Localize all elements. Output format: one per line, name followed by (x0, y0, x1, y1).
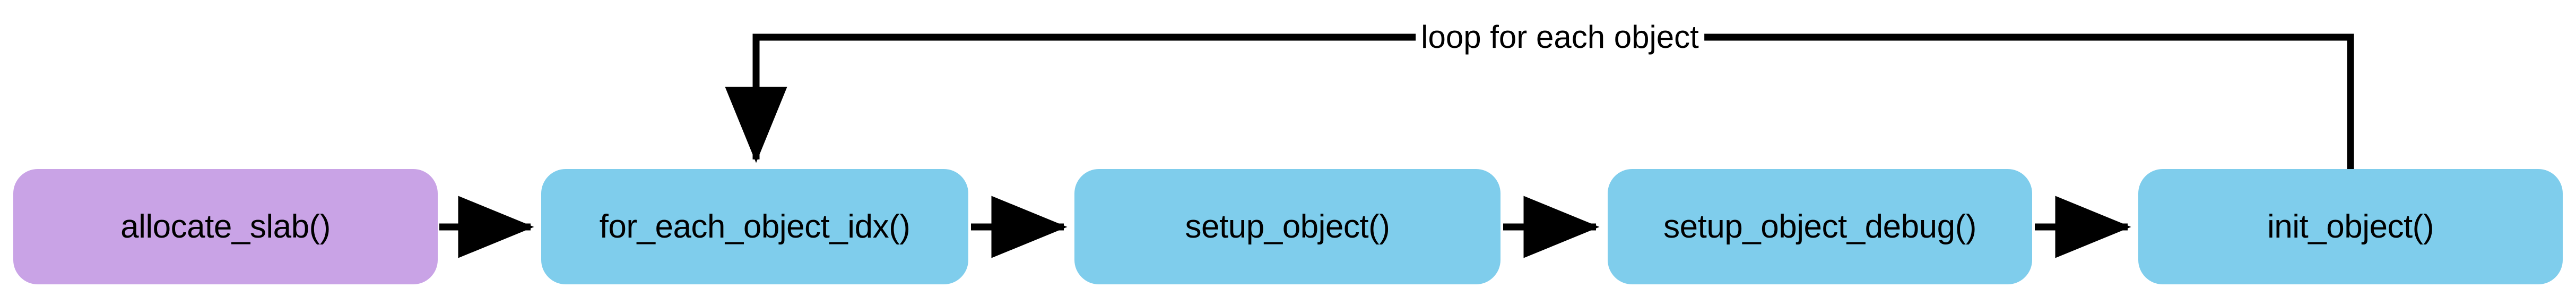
node-for-each-object-idx[interactable]: for_each_object_idx() (541, 169, 968, 284)
node-init-object-label: init_object() (2267, 208, 2434, 245)
node-setup-object-debug-label: setup_object_debug() (1663, 208, 1976, 245)
node-for-each-object-idx-label: for_each_object_idx() (599, 208, 910, 245)
node-allocate-slab[interactable]: allocate_slab() (13, 169, 438, 284)
edge-loop-back-label: loop for each object (1416, 21, 1704, 53)
edge-loop-back (725, 33, 2354, 169)
node-init-object[interactable]: init_object() (2138, 169, 2563, 284)
node-setup-object-label: setup_object() (1185, 208, 1390, 245)
node-setup-object[interactable]: setup_object() (1074, 169, 1501, 284)
node-setup-object-debug[interactable]: setup_object_debug() (1608, 169, 2032, 284)
node-allocate-slab-label: allocate_slab() (120, 208, 331, 245)
